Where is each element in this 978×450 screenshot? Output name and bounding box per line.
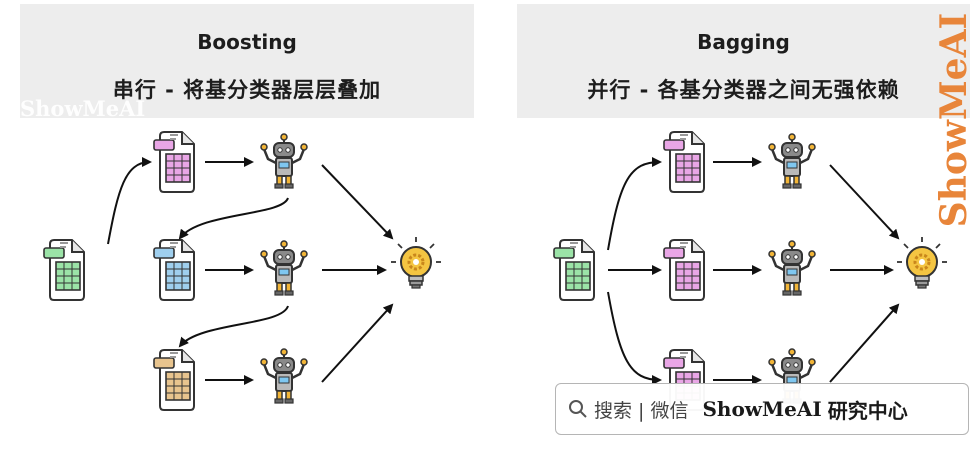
search-icon: [569, 400, 587, 418]
bagging-robot-1-icon: [767, 132, 817, 190]
boosting-sample-3-icon: [153, 349, 195, 411]
watermark-left: ShowMeAI: [20, 96, 146, 121]
bagging-title: Bagging: [697, 30, 790, 54]
footer-brand: ShowMeAI: [702, 397, 822, 421]
bagging-sample-1-icon: [663, 131, 705, 193]
boosting-title: Boosting: [197, 30, 297, 54]
boosting-dataset-icon: [43, 239, 85, 301]
watermark-right: ShowMeAI: [933, 0, 978, 250]
bagging-dataset-icon: [553, 239, 595, 301]
bagging-subtitle: 并行 - 各基分类器之间无强依赖: [587, 78, 900, 102]
bagging-sample-2-icon: [663, 239, 705, 301]
boosting-robot-1-icon: [259, 132, 309, 190]
watermark-right-text: ShowMeAI: [933, 12, 975, 228]
boosting-sample-1-icon: [153, 131, 195, 193]
boosting-sample-2-icon: [153, 239, 195, 301]
boosting-robot-2-icon: [259, 239, 309, 297]
boosting-diagram: [43, 131, 443, 411]
footer-search-text: 搜索 | 微信: [594, 399, 689, 422]
bagging-header: Bagging 并行 - 各基分类器之间无强依赖: [517, 4, 970, 118]
footer-brand-suffix: 研究中心: [827, 398, 908, 423]
boosting-result-lightbulb-icon: [389, 235, 443, 290]
boosting-subtitle: 串行 - 将基分类器层层叠加: [112, 78, 382, 102]
boosting-robot-3-icon: [259, 347, 309, 405]
wechat-search-footer[interactable]: 搜索 | 微信 ShowMeAI 研究中心: [555, 383, 969, 435]
bagging-robot-2-icon: [767, 239, 817, 297]
bagging-diagram: [553, 131, 949, 411]
boosting-header: Boosting 串行 - 将基分类器层层叠加: [20, 4, 474, 118]
